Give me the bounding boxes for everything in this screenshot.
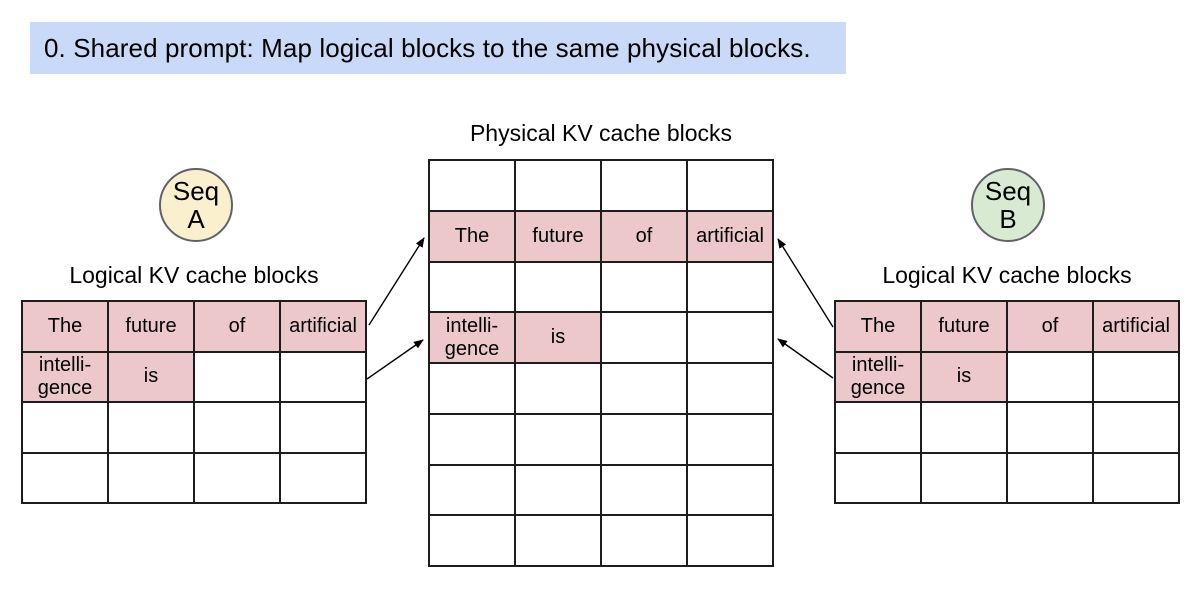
physical-kv-table-cell-r1c1: future xyxy=(515,210,601,262)
physical-kv-table-cell-r3c1: is xyxy=(515,312,601,363)
seq-a-logical-table-cell-r2c0 xyxy=(22,402,108,453)
arrow-seq-b-block2-to-physical-icon xyxy=(777,338,834,379)
seq-b-logical-table-cell-r2c0 xyxy=(835,402,921,453)
physical-kv-table-cell-r6c3 xyxy=(687,464,773,516)
physical-kv-table-cell-r2c3 xyxy=(687,261,773,313)
physical-kv-table-cell-r5c3 xyxy=(687,413,773,465)
seq-b-table-title: Logical KV cache blocks xyxy=(882,262,1132,288)
physical-kv-table-cell-r7c1 xyxy=(515,515,601,566)
physical-kv-table-cell-r1c2: of xyxy=(601,210,687,262)
seq-a-logical-table-cell-r3c1 xyxy=(108,452,194,503)
physical-table-title: Physical KV cache blocks xyxy=(469,120,733,146)
physical-kv-table-cell-r5c1 xyxy=(515,413,601,465)
seq-b-logical-table-cell-r3c3 xyxy=(1093,452,1179,503)
seq-a-logical-table-cell-r2c2 xyxy=(194,402,280,453)
seq-b-logical-table-cell-r3c1 xyxy=(921,452,1007,503)
seq-b-logical-table-cell-r1c2 xyxy=(1007,351,1093,402)
physical-kv-table-cell-r4c0 xyxy=(429,363,515,414)
seq-a-logical-table-cell-r2c3 xyxy=(280,402,366,453)
seq-a-logical-table-cell-r1c3 xyxy=(280,351,366,402)
seq-a-logical-table-cell-r1c1: is xyxy=(108,351,194,402)
physical-kv-table-cell-r4c1 xyxy=(515,363,601,414)
title-text: 0. Shared prompt: Map logical blocks to … xyxy=(44,32,811,63)
physical-kv-table-cell-r3c3 xyxy=(687,312,773,363)
seq-b-logical-table-cell-r1c0: intelli- gence xyxy=(835,351,921,402)
seq-b-logical-table-cell-r2c1 xyxy=(921,402,1007,453)
seq-b-logical-table-cell-r1c1: is xyxy=(921,351,1007,402)
physical-kv-table-cell-r6c0 xyxy=(429,464,515,516)
physical-kv-table-cell-r0c2 xyxy=(601,160,687,211)
physical-kv-table-cell-r3c2 xyxy=(601,312,687,363)
seq-b-logical-table-cell-r0c2: of xyxy=(1007,301,1093,352)
physical-kv-table-cell-r3c0: intelli- gence xyxy=(429,312,515,363)
seq-b-logical-table-cell-r2c2 xyxy=(1007,402,1093,453)
arrow-seq-b-block1-to-physical-icon xyxy=(777,238,834,328)
physical-kv-table-cell-r2c0 xyxy=(429,261,515,313)
physical-kv-table-cell-r6c1 xyxy=(515,464,601,516)
physical-kv-table-cell-r7c0 xyxy=(429,515,515,566)
seq-a-logical-table-cell-r0c1: future xyxy=(108,301,194,352)
seq-a-logical-table-cell-r0c3: artificial xyxy=(280,301,366,352)
physical-kv-table-cell-r2c2 xyxy=(601,261,687,313)
seq-b-logical-table-cell-r3c0 xyxy=(835,452,921,503)
seq-a-logical-table-cell-r3c0 xyxy=(22,452,108,503)
seq-a-table-title: Logical KV cache blocks xyxy=(69,262,319,288)
seq-a-badge: Seq A xyxy=(159,168,233,242)
seq-b-logical-table-cell-r0c1: future xyxy=(921,301,1007,352)
physical-kv-table-cell-r4c3 xyxy=(687,363,773,414)
seq-a-logical-table-cell-r2c1 xyxy=(108,402,194,453)
seq-b-logical-table-cell-r0c0: The xyxy=(835,301,921,352)
seq-b-logical-table-cell-r0c3: artificial xyxy=(1093,301,1179,352)
seq-a-logical-table-cell-r3c2 xyxy=(194,452,280,503)
seq-b-logical-table-cell-r3c2 xyxy=(1007,452,1093,503)
seq-a-logical-table-cell-r3c3 xyxy=(280,452,366,503)
arrow-seq-a-block1-to-physical-icon xyxy=(368,237,425,326)
physical-kv-table-cell-r7c2 xyxy=(601,515,687,566)
physical-kv-table-cell-r5c2 xyxy=(601,413,687,465)
seq-b-logical-table-cell-r1c3 xyxy=(1093,351,1179,402)
physical-kv-table-cell-r5c0 xyxy=(429,413,515,465)
physical-kv-table-cell-r1c3: artificial xyxy=(687,210,773,262)
arrow-seq-a-block2-to-physical-icon xyxy=(366,339,424,380)
seq-a-logical-table-cell-r0c0: The xyxy=(22,301,108,352)
seq-a-logical-table-cell-r1c2 xyxy=(194,351,280,402)
physical-kv-table-cell-r6c2 xyxy=(601,464,687,516)
physical-kv-table-cell-r1c0: The xyxy=(429,210,515,262)
physical-kv-table-cell-r2c1 xyxy=(515,261,601,313)
physical-kv-table-cell-r7c3 xyxy=(687,515,773,566)
seq-b-logical-table-cell-r2c3 xyxy=(1093,402,1179,453)
seq-b-badge: Seq B xyxy=(971,168,1045,242)
title-banner: 0. Shared prompt: Map logical blocks to … xyxy=(30,22,846,74)
physical-kv-table-cell-r0c3 xyxy=(687,160,773,211)
physical-kv-table-cell-r4c2 xyxy=(601,363,687,414)
physical-kv-table-cell-r0c0 xyxy=(429,160,515,211)
seq-a-logical-table-cell-r1c0: intelli- gence xyxy=(22,351,108,402)
seq-a-logical-table-cell-r0c2: of xyxy=(194,301,280,352)
physical-kv-table-cell-r0c1 xyxy=(515,160,601,211)
